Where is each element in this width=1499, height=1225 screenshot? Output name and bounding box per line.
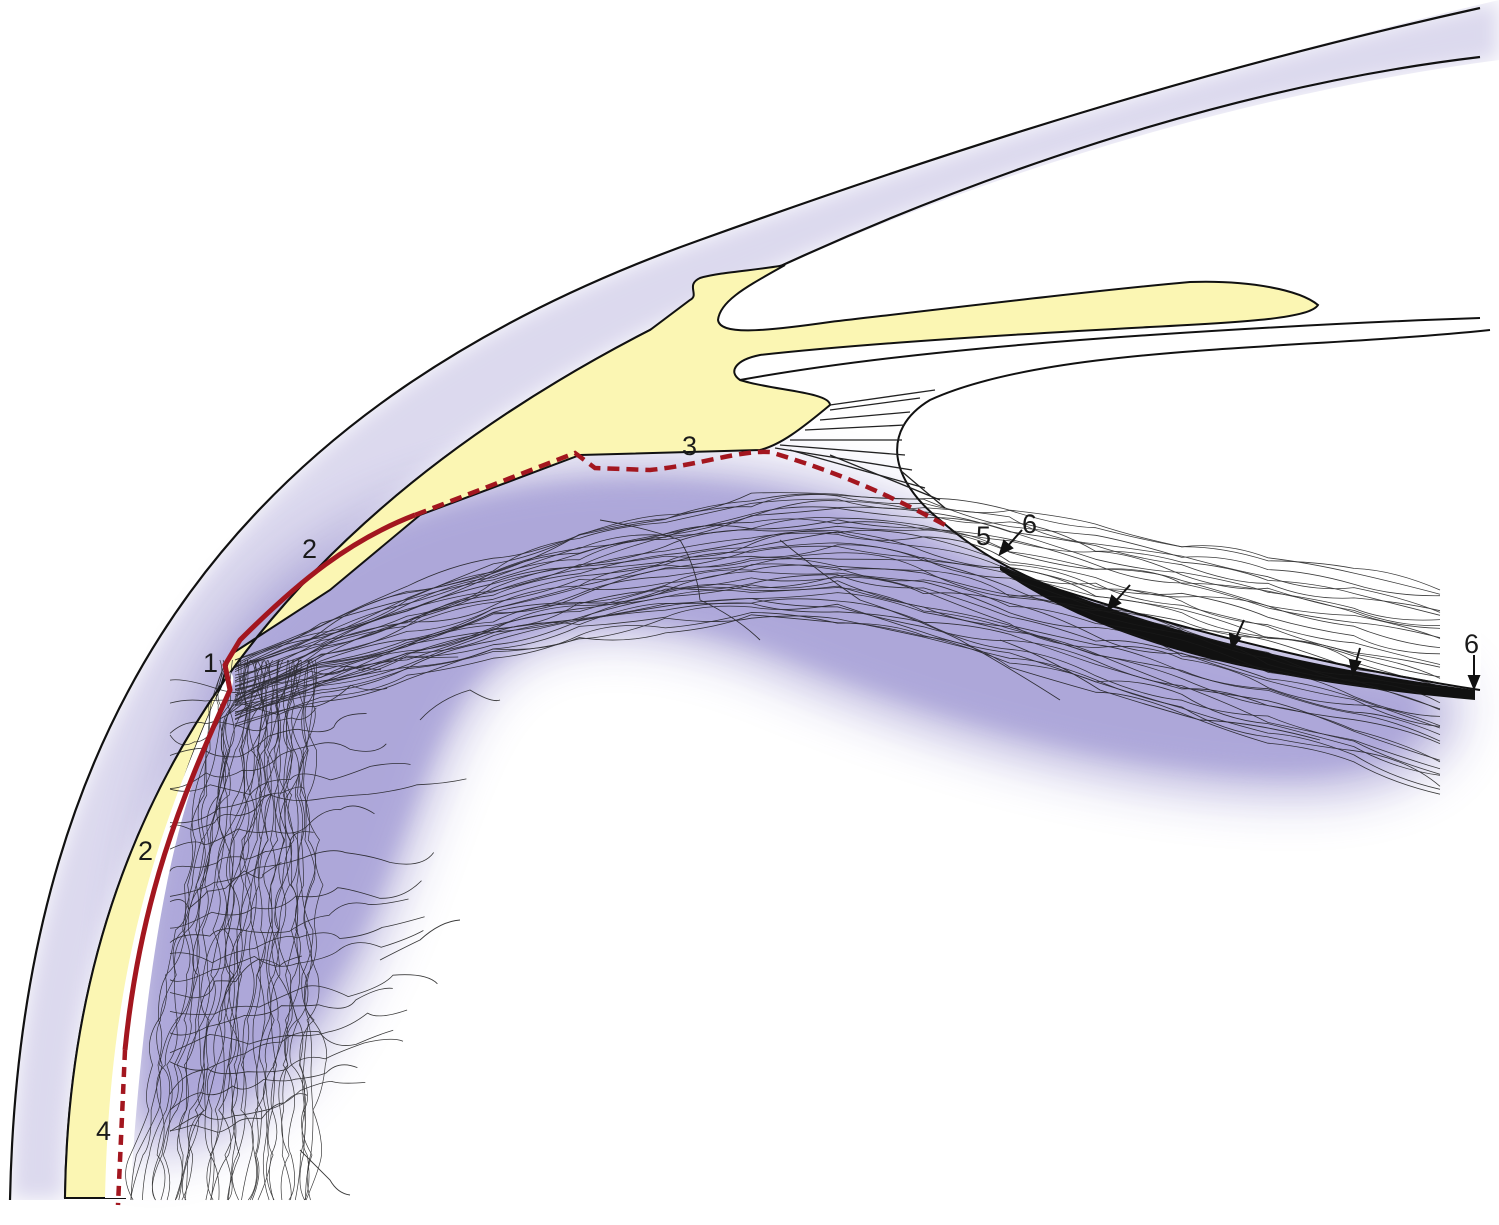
label-6-right: 6 [1464,629,1479,659]
label-5: 5 [976,521,991,551]
vitreous-fibre [380,920,460,960]
label-2-upper: 2 [302,534,317,564]
label-4: 4 [96,1116,111,1146]
label-3: 3 [682,431,697,461]
label-1: 1 [203,648,218,678]
label-6-upper: 6 [1022,509,1037,539]
label-2-lower: 2 [138,836,153,866]
